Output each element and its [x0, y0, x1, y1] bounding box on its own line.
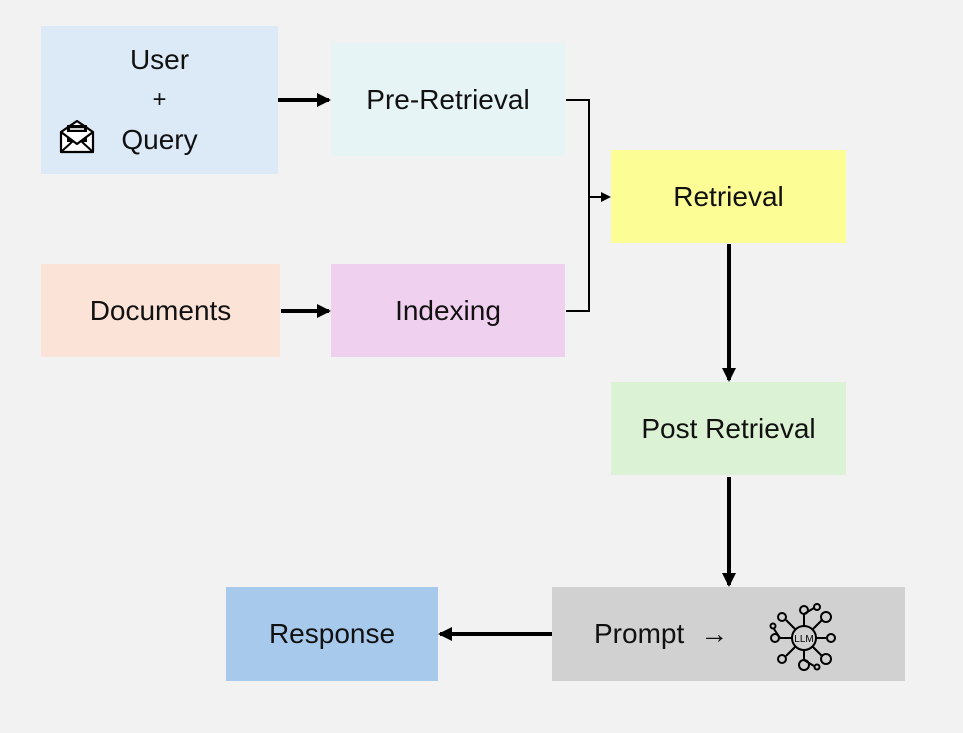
user-label: User — [129, 44, 190, 75]
prompt-node: Prompt → LLM — [552, 587, 905, 681]
connector-pre-retrieval-to-merge — [566, 99, 590, 312]
response-node: Response — [226, 587, 438, 681]
retrieval-label: Retrieval — [673, 180, 784, 212]
envelope-letter-icon — [58, 117, 96, 155]
documents-label: Documents — [89, 294, 232, 326]
llm-network-icon: LLM — [768, 602, 840, 674]
pre-retrieval-node: Pre-Retrieval — [331, 43, 565, 156]
right-arrow-icon: → — [700, 618, 729, 649]
documents-node: Documents — [41, 264, 280, 357]
plus-label: + — [152, 86, 167, 113]
post-retrieval-label: Post Retrieval — [641, 412, 816, 444]
retrieval-node: Retrieval — [611, 150, 846, 243]
pre-retrieval-label: Pre-Retrieval — [366, 83, 530, 115]
indexing-node: Indexing — [331, 264, 565, 357]
user-query-node: User + Query — [41, 26, 278, 174]
llm-icon-text: LLM — [794, 634, 813, 645]
indexing-label: Indexing — [395, 294, 501, 326]
query-label: Query — [121, 124, 198, 155]
prompt-label: Prompt — [594, 618, 685, 649]
post-retrieval-node: Post Retrieval — [611, 382, 846, 475]
response-label: Response — [268, 618, 396, 649]
